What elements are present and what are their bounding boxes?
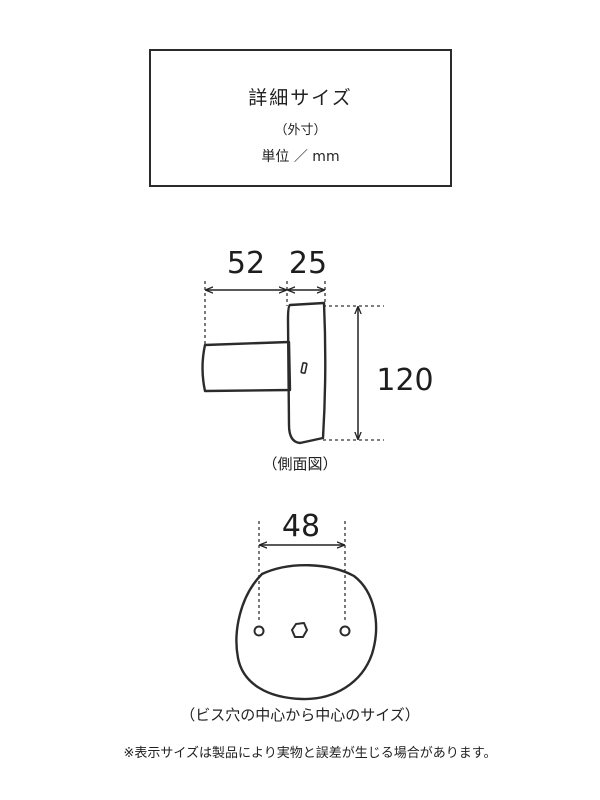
spec-title: 詳細サイズ bbox=[248, 87, 353, 109]
dim-hole-pitch-label: 48 bbox=[282, 509, 320, 544]
side-view: 52 25 120 （側面図） bbox=[201, 246, 434, 473]
dim-height-label: 120 bbox=[376, 363, 433, 398]
dim-depth-label: 52 bbox=[227, 246, 265, 281]
screw-slot bbox=[300, 362, 308, 374]
front-view-caption: （ビス穴の中心から中心のサイズ） bbox=[180, 706, 420, 724]
center-nut-hole bbox=[291, 622, 308, 638]
front-view: 48 （ビス穴の中心から中心のサイズ） bbox=[180, 509, 420, 724]
spec-unit: 単位 ／ mm bbox=[261, 149, 340, 165]
spec-subtitle: （外寸） bbox=[274, 123, 327, 138]
knob-stem-outline bbox=[201, 340, 292, 393]
screw-hole-left bbox=[253, 625, 265, 637]
screw-hole-right bbox=[339, 625, 351, 637]
back-plate-outline bbox=[286, 301, 327, 445]
disclaimer-note: ※表示サイズは製品により実物と誤差が生じる場合があります。 bbox=[124, 745, 497, 761]
side-view-caption: （側面図） bbox=[262, 455, 337, 473]
dim-thickness-label: 25 bbox=[289, 246, 327, 281]
round-plate-outline bbox=[235, 564, 378, 701]
spec-title-box: 詳細サイズ （外寸） 単位 ／ mm bbox=[149, 49, 452, 187]
